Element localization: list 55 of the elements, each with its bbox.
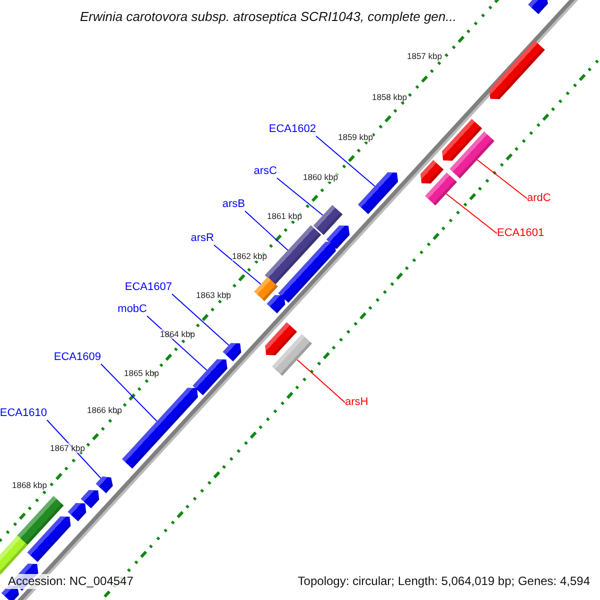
scale-label: 1865 kbp xyxy=(124,368,159,378)
scale-label: 1866 kbp xyxy=(87,405,122,415)
gene-feature xyxy=(489,40,545,100)
leader-line xyxy=(476,159,528,199)
gene-feature xyxy=(27,516,71,562)
scale-label: 1867 kbp xyxy=(50,443,85,453)
gene-label: arsB xyxy=(222,198,245,211)
scale-label: 1862 kbp xyxy=(232,251,267,261)
gene-feature xyxy=(0,536,28,574)
leader-line xyxy=(172,294,230,346)
gene-label: arsH xyxy=(345,396,368,409)
scale-label: 1860 kbp xyxy=(303,172,338,182)
gene-feature xyxy=(80,490,100,508)
gene-feature xyxy=(68,503,86,522)
gene-feature xyxy=(222,343,242,362)
gene-feature xyxy=(96,476,113,494)
gene-label: arsC xyxy=(254,165,277,178)
accession-text: Accession: NC_004547 xyxy=(6,574,136,589)
gene-label: ardC xyxy=(527,192,551,205)
scale-label: 1857 kbp xyxy=(407,51,442,61)
scale-label: 1864 kbp xyxy=(160,329,195,339)
scale-label: 1868 kbp xyxy=(12,480,47,490)
scale-label: 1859 kbp xyxy=(338,132,373,142)
gene-feature xyxy=(192,359,228,396)
gene-feature xyxy=(420,160,444,184)
gene-label: ECA1610 xyxy=(0,407,47,420)
leader-line xyxy=(446,193,498,234)
leader-line xyxy=(46,420,102,479)
leader-line xyxy=(146,316,208,371)
leader-line xyxy=(316,136,376,187)
gene-feature xyxy=(278,242,336,303)
title: Erwinia carotovora subsp. atroseptica SCRI1043, complete gen... xyxy=(80,9,456,25)
gene-label: ECA1607 xyxy=(124,281,172,294)
leader-line xyxy=(214,244,262,285)
gene-label: ECA1601 xyxy=(497,227,544,240)
gene-label: mobC xyxy=(118,303,147,316)
gene-label: ECA1602 xyxy=(268,123,316,136)
gene-feature xyxy=(450,132,494,178)
gene-feature xyxy=(358,172,398,214)
scale-label: 1861 kbp xyxy=(267,211,302,221)
gene-feature xyxy=(425,172,457,206)
gene-label: ECA1609 xyxy=(54,351,101,364)
gene-feature xyxy=(266,295,286,314)
gene-feature xyxy=(122,388,198,469)
leader-line xyxy=(244,210,288,251)
gene-feature xyxy=(528,0,548,14)
gene-feature xyxy=(254,276,278,302)
leader-line xyxy=(276,178,324,216)
leader-line xyxy=(296,359,346,403)
gene-label: arsR xyxy=(190,232,214,245)
genome-summary-text: Topology: circular; Length: 5,064,019 bp; Genes: 4,594 xyxy=(296,574,592,589)
scale-label: 1863 kbp xyxy=(196,290,231,300)
gene-feature xyxy=(272,334,312,376)
leader-line xyxy=(100,364,158,422)
scale-label: 1858 kbp xyxy=(372,92,407,102)
